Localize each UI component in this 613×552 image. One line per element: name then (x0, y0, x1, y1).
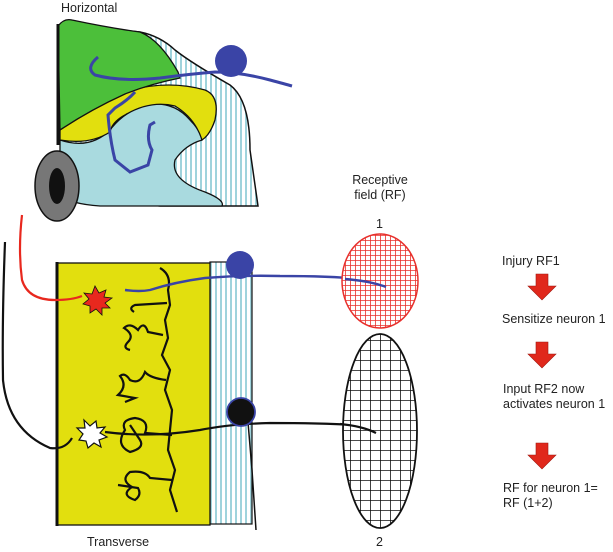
flow-arrow-3-icon (527, 442, 557, 470)
label-receptive-field: Receptive field (RF) (344, 173, 416, 203)
label-horizontal: Horizontal (61, 1, 118, 15)
root-core-icon (49, 168, 65, 204)
flow-arrow-2-icon (527, 341, 557, 369)
transverse-section (1, 214, 387, 531)
transverse-yellow-region (56, 262, 211, 526)
activation-burst-icon (75, 418, 109, 450)
neuron1-terminal (344, 277, 387, 289)
flow-step-2-text: Sensitize neuron 1 (502, 312, 606, 326)
flow-arrows (527, 273, 557, 470)
injury-burst-icon (82, 285, 114, 316)
label-rf2-number: 2 (376, 535, 383, 549)
transverse-midline (159, 267, 179, 513)
flow-step-2: Sensitize neuron 1 (502, 312, 606, 327)
horizontal-section (34, 18, 293, 222)
flow-arrow-1-icon (527, 273, 557, 301)
horizontal-green-region (57, 18, 181, 132)
flow-step-4: RF for neuron 1= RF (1+2) (503, 481, 598, 511)
flow-step-3-line1: Input RF2 now (503, 382, 585, 396)
label-rf1-number: 1 (376, 217, 383, 231)
neuron1-soma (226, 251, 254, 279)
flow-step-3: Input RF2 now activates neuron 1 (503, 382, 605, 412)
horizontal-neuron-axon (89, 55, 293, 88)
horizontal-neuron-soma (215, 45, 247, 77)
transverse-branches (115, 301, 173, 502)
neuron2-terminal (339, 422, 377, 434)
rf2-ellipse (342, 333, 418, 529)
rf1-ellipse (341, 233, 419, 329)
flow-step-4-line2: RF (1+2) (503, 496, 553, 510)
receptive-fields (339, 233, 419, 529)
flow-step-1-text: Injury RF1 (502, 254, 560, 268)
label-receptive-field-line1: Receptive (352, 173, 408, 187)
horizontal-neuron-dendrite (106, 90, 156, 174)
flow-step-1: Injury RF1 (502, 254, 560, 269)
label-receptive-field-line2: field (RF) (354, 188, 406, 202)
flow-step-3-line2: activates neuron 1 (503, 397, 606, 411)
flow-step-4-line1: RF for neuron 1= (503, 481, 598, 495)
transverse-white-matter (209, 261, 253, 525)
label-transverse: Transverse (87, 535, 150, 549)
neuron2-descending-line (247, 421, 257, 531)
neuron2-soma (226, 397, 256, 427)
injury-afferent-fiber (18, 214, 83, 302)
rf2-afferent-fiber (1, 241, 73, 450)
